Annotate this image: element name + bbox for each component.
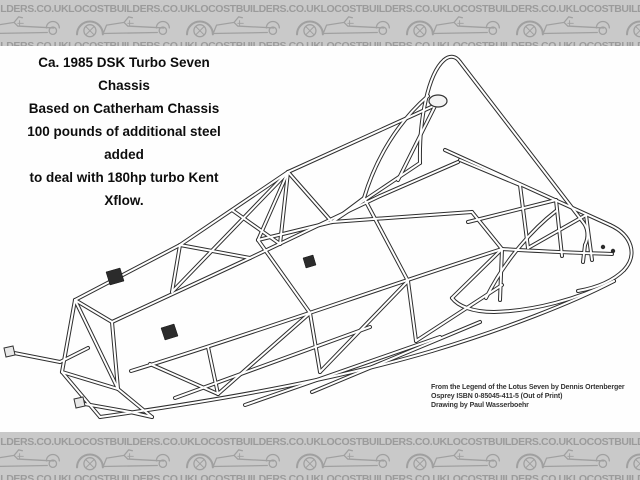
watermark-text: LOCOSTBUILDERS.CO.UK (194, 40, 321, 46)
title-line: Based on Catherham Chassis (28, 101, 220, 116)
watermark-text: LOCOSTBUILDERS.CO.UK (446, 436, 574, 448)
lotus-seven-car-icon (625, 20, 640, 38)
watermark-car-cell (70, 448, 180, 472)
watermark-text: LOCOSTBUILDERS.CO.UK (68, 473, 195, 480)
watermark-text: LOCOSTBUILDERS.CO.UK (194, 436, 321, 448)
lotus-seven-car-icon (75, 16, 170, 38)
watermark-car-cell (180, 15, 290, 39)
lotus-seven-car-icon (405, 16, 500, 38)
watermark-text: LOCOSTBUILDERS.CO.UK (0, 40, 69, 46)
lotus-seven-car-icon (405, 449, 500, 471)
watermark-text: LOCOSTBUILDERS.CO.UK (572, 3, 640, 15)
credits-block: From the Legend of the Lotus Seven by De… (431, 384, 636, 410)
lotus-seven-car-icon (515, 449, 610, 471)
watermark-text-row: LOCOSTBUILDERS.CO.UKLOCOSTBUILDERS.CO.UK… (0, 40, 640, 46)
watermark-text: LOCOSTBUILDERS.CO.UK (572, 436, 640, 448)
watermark-text: LOCOSTBUILDERS.CO.UK (194, 3, 321, 15)
title-line: to deal with 180hp turbo Kent Xflow. (29, 170, 219, 208)
watermark-banner-top: LOCOSTBUILDERS.CO.UKLOCOSTBUILDERS.CO.UK… (0, 0, 640, 46)
watermark-text: LOCOSTBUILDERS.CO.UK (320, 40, 448, 46)
watermark-car-cell (180, 448, 290, 472)
credits-line: Osprey ISBN 0-85045-411-5 (Out of Print) (431, 392, 563, 400)
watermark-car-cell (620, 448, 640, 472)
watermark-car-cell (510, 448, 620, 472)
lotus-seven-car-icon (0, 16, 60, 36)
title-line: Ca. 1985 DSK Turbo Seven Chassis (38, 55, 210, 93)
lotus-seven-car-icon (185, 449, 280, 471)
watermark-text: LOCOSTBUILDERS.CO.UK (320, 3, 448, 15)
watermark-text: LOCOSTBUILDERS.CO.UK (68, 436, 195, 448)
title-line: 100 pounds of additional steel added (27, 124, 221, 162)
watermark-text-row: LOCOSTBUILDERS.CO.UKLOCOSTBUILDERS.CO.UK… (0, 432, 640, 448)
lotus-seven-car-icon (185, 16, 280, 38)
credits-line: From the Legend of the Lotus Seven by De… (431, 384, 625, 391)
watermark-car-cell (400, 15, 510, 39)
watermark-car-row (0, 15, 640, 39)
lotus-seven-car-icon (295, 16, 390, 38)
watermark-banner-bottom: LOCOSTBUILDERS.CO.UKLOCOSTBUILDERS.CO.UK… (0, 432, 640, 480)
watermark-car-cell (0, 448, 70, 472)
watermark-car-cell (620, 15, 640, 39)
watermark-car-cell (290, 448, 400, 472)
watermark-car-cell (400, 448, 510, 472)
watermark-text: LOCOSTBUILDERS.CO.UK (446, 40, 574, 46)
lotus-seven-car-icon (75, 449, 170, 471)
watermark-text: LOCOSTBUILDERS.CO.UK (572, 473, 640, 480)
credits-line: Drawing by Paul Wasserboehr (431, 401, 529, 409)
watermark-text: LOCOSTBUILDERS.CO.UK (68, 3, 195, 15)
watermark-car-cell (510, 15, 620, 39)
lotus-seven-car-icon (295, 449, 390, 471)
watermark-text: LOCOSTBUILDERS.CO.UK (68, 40, 195, 46)
watermark-car-cell (290, 15, 400, 39)
watermark-text: LOCOSTBUILDERS.CO.UK (194, 473, 321, 480)
lotus-seven-car-icon (0, 449, 60, 469)
chassis-tubes (8, 55, 633, 418)
lotus-seven-car-icon (515, 16, 610, 38)
watermark-text: LOCOSTBUILDERS.CO.UK (0, 3, 69, 15)
watermark-text: LOCOSTBUILDERS.CO.UK (0, 436, 69, 448)
watermark-text-row: LOCOSTBUILDERS.CO.UKLOCOSTBUILDERS.CO.UK… (0, 473, 640, 480)
chassis-fittings (3, 94, 616, 409)
watermark-text: LOCOSTBUILDERS.CO.UK (320, 473, 448, 480)
watermark-text: LOCOSTBUILDERS.CO.UK (0, 473, 69, 480)
watermark-car-cell (0, 15, 70, 39)
watermark-text-row: LOCOSTBUILDERS.CO.UKLOCOSTBUILDERS.CO.UK… (0, 0, 640, 15)
title-block: Ca. 1985 DSK Turbo Seven Chassis Based o… (16, 51, 232, 212)
watermark-text: LOCOSTBUILDERS.CO.UK (572, 40, 640, 46)
watermark-text: LOCOSTBUILDERS.CO.UK (320, 436, 448, 448)
watermark-text: LOCOSTBUILDERS.CO.UK (446, 3, 574, 15)
watermark-car-cell (70, 15, 180, 39)
lotus-seven-car-icon (625, 453, 640, 471)
watermark-car-row (0, 448, 640, 472)
watermark-text: LOCOSTBUILDERS.CO.UK (446, 473, 574, 480)
